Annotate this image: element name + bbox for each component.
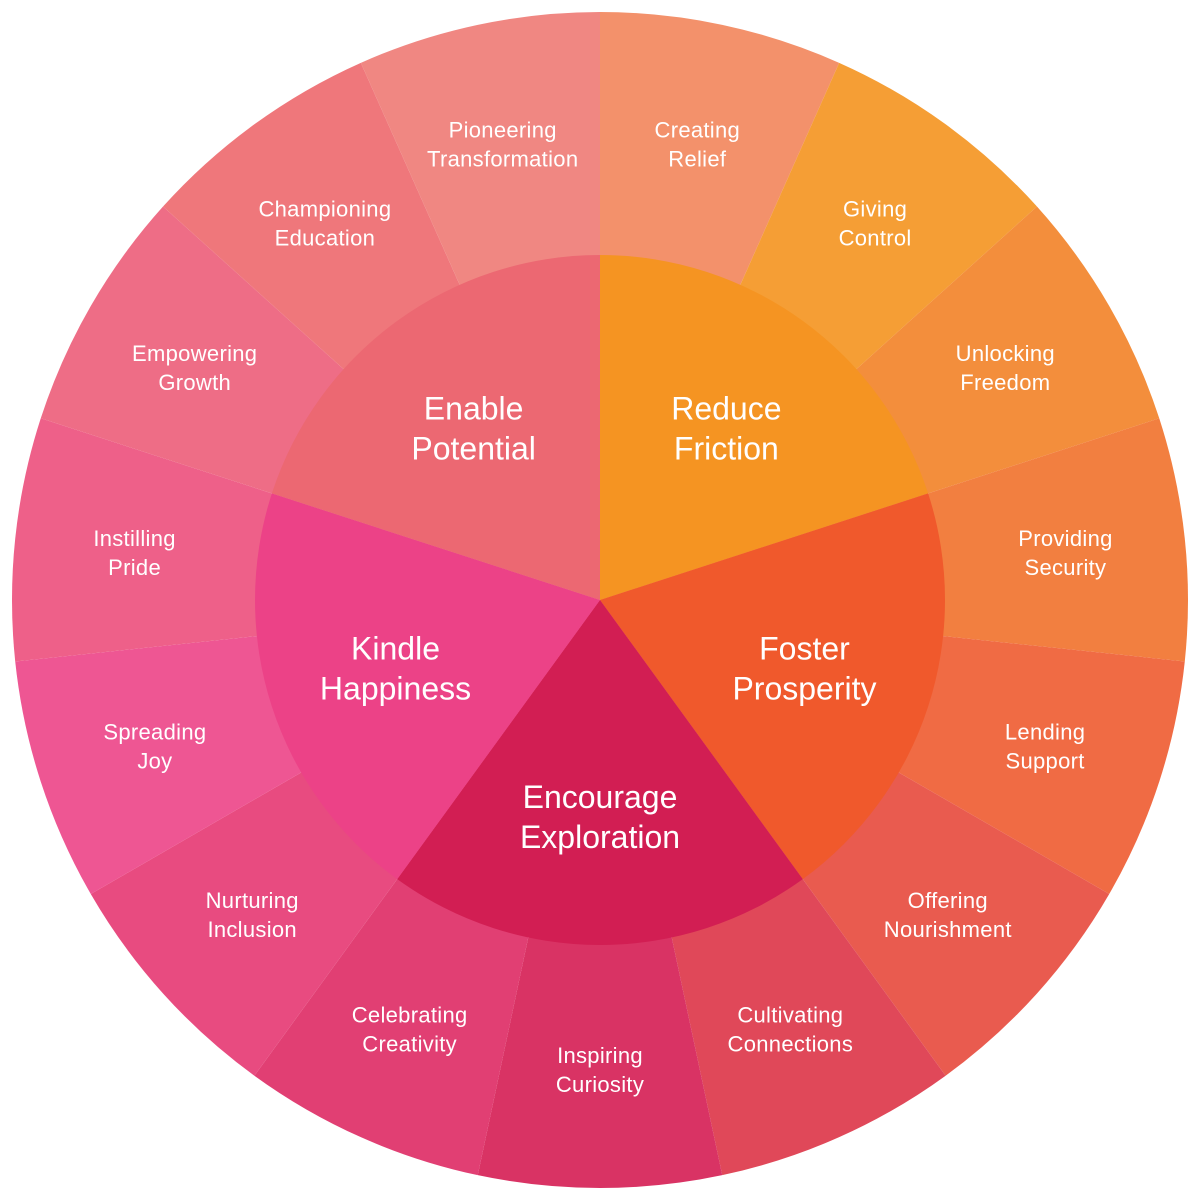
outer-segment-instilling-pride-label-line: Pride	[108, 555, 161, 580]
inner-segment-reduce-friction-label-line: Reduce	[671, 390, 781, 426]
outer-segment-unlocking-freedom-label-line: Freedom	[960, 370, 1050, 395]
outer-segment-cultivating-connections-label-line: Cultivating	[737, 1003, 843, 1028]
inner-segment-enable-potential-label-line: Enable	[424, 390, 524, 426]
outer-segment-empowering-growth-label-line: Growth	[158, 370, 231, 395]
outer-segment-empowering-growth-label-line: Empowering	[132, 341, 257, 366]
outer-segment-giving-control-label-line: Giving	[843, 196, 907, 221]
outer-segment-spreading-joy-label-line: Joy	[137, 749, 172, 774]
outer-segment-offering-nourishment-label-line: Nourishment	[884, 917, 1012, 942]
outer-segment-unlocking-freedom-label-line: Unlocking	[956, 341, 1055, 366]
inner-segment-foster-prosperity-label-line: Prosperity	[732, 671, 876, 707]
inner-segment-reduce-friction-label-line: Friction	[674, 430, 779, 466]
outer-segment-pioneering-transformation-label-line: Pioneering	[449, 117, 557, 142]
outer-segment-offering-nourishment-label-line: Offering	[908, 888, 988, 913]
outer-segment-cultivating-connections-label-line: Connections	[728, 1032, 854, 1057]
outer-segment-lending-support-label-line: Lending	[1005, 720, 1085, 745]
inner-segment-encourage-exploration-label-line: Encourage	[523, 779, 678, 815]
outer-segment-creating-relief-label-line: Relief	[668, 146, 727, 171]
outer-segment-celebrating-creativity-label-line: Celebrating	[352, 1003, 468, 1028]
outer-segment-giving-control-label-line: Control	[839, 225, 912, 250]
outer-segment-inspiring-curiosity-label-line: Inspiring	[557, 1043, 643, 1068]
inner-segment-kindle-happiness-label-line: Happiness	[320, 671, 471, 707]
inner-segment-enable-potential	[271, 255, 600, 600]
inner-segment-encourage-exploration-label-line: Exploration	[520, 819, 680, 855]
outer-segment-providing-security-label-line: Providing	[1018, 526, 1112, 551]
inner-segment-enable-potential-label-line: Potential	[411, 430, 536, 466]
inner-segment-foster-prosperity-label-line: Foster	[759, 631, 850, 667]
inner-segment-encourage-exploration	[397, 600, 803, 945]
outer-segment-inspiring-curiosity-label-line: Curiosity	[556, 1072, 644, 1097]
outer-segment-pioneering-transformation-label-line: Transformation	[427, 146, 578, 171]
outer-segment-nurturing-inclusion-label-line: Inclusion	[207, 917, 297, 942]
inner-segment-kindle-happiness	[255, 493, 600, 880]
outer-segment-championing-education-label-line: Education	[275, 225, 376, 250]
outer-segment-creating-relief-label-line: Creating	[655, 117, 741, 142]
inner-segment-kindle-happiness-label-line: Kindle	[351, 631, 440, 667]
inner-ring	[255, 255, 946, 945]
inner-segment-foster-prosperity	[600, 493, 946, 880]
outer-segment-celebrating-creativity-label-line: Creativity	[362, 1032, 457, 1057]
outer-segment-championing-education-label-line: Championing	[258, 196, 391, 221]
outer-segment-lending-support-label-line: Support	[1006, 749, 1085, 774]
outer-segment-nurturing-inclusion-label-line: Nurturing	[206, 888, 299, 913]
outer-segment-providing-security-label-line: Security	[1024, 555, 1106, 580]
outer-segment-instilling-pride-label-line: Instilling	[93, 526, 175, 551]
outer-segment-spreading-joy-label-line: Spreading	[103, 720, 206, 745]
inner-segment-reduce-friction	[600, 255, 929, 600]
